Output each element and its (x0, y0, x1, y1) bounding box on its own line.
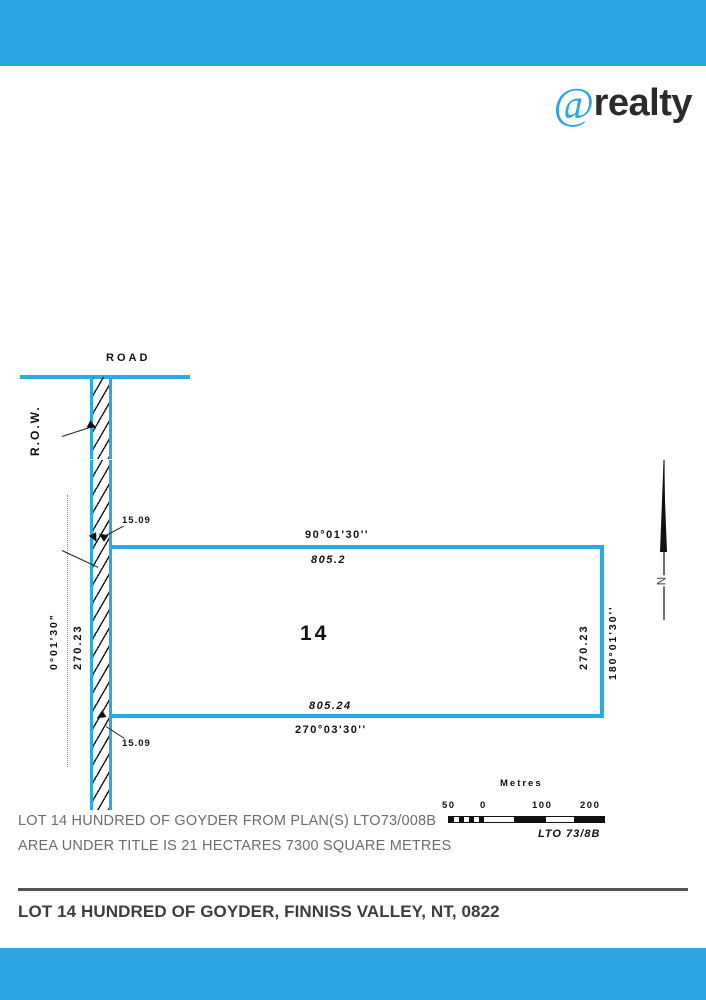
left-distance-label: 270.23 (72, 624, 84, 670)
row-label: R.O.W. (28, 405, 42, 456)
scale-title: Metres (500, 778, 543, 789)
brand-name: realty (593, 82, 693, 124)
scale-segment-dashed (449, 817, 487, 822)
lot-number-label: 14 (300, 622, 330, 645)
north-spear (660, 462, 667, 552)
offset-label-lower: 15.09 (122, 738, 151, 749)
top-distance-label: 805.2 (311, 554, 347, 566)
top-bearing-label: 90°01'30'' (305, 529, 369, 541)
brand-logo: @realty (553, 79, 693, 128)
left-bearing-label: 0°01'30" (48, 613, 60, 670)
scale-segment-4 (574, 817, 604, 822)
reference-dotted-line (67, 495, 68, 767)
scale-segment-3 (546, 817, 574, 822)
scale-tick-3: 200 (580, 800, 601, 811)
footer-divider (18, 888, 688, 891)
scale-tick-0: 50 (442, 800, 456, 811)
survey-diagram: ROAD R.O.W. 14 15.09 15.09 0°01'30" 270.… (0, 170, 706, 840)
scale-tick-2: 100 (532, 800, 553, 811)
bottom-bearing-label: 270°03'30'' (295, 724, 367, 736)
scale-tick-labels: 50 0 100 200 (440, 800, 620, 813)
north-label: N (652, 575, 671, 587)
scale-segment-2 (514, 817, 546, 822)
offset-label-upper: 15.09 (122, 515, 151, 526)
lot-boundary-rectangle (112, 545, 604, 718)
row-strip-lower (90, 460, 112, 810)
bottom-banner (0, 948, 706, 1000)
description-line-1: LOT 14 HUNDRED OF GOYDER FROM PLAN(S) LT… (18, 813, 437, 829)
description-line-2: AREA UNDER TITLE IS 21 HECTARES 7300 SQU… (18, 838, 452, 854)
top-banner (0, 0, 706, 66)
right-bearing-label: 180°01'30'' (607, 605, 619, 680)
page-title: LOT 14 HUNDRED OF GOYDER, FINNISS VALLEY… (18, 902, 500, 921)
plan-reference-label: LTO 73/8B (538, 828, 601, 840)
bottom-distance-label: 805.24 (309, 700, 352, 712)
right-distance-label: 270.23 (578, 624, 590, 670)
scale-tick-1: 0 (480, 800, 487, 811)
at-symbol-icon: @ (553, 79, 595, 128)
scale-segment-1 (487, 817, 514, 822)
row-strip-upper (90, 377, 112, 459)
scale-bar-graphic (448, 816, 605, 823)
road-label: ROAD (106, 352, 151, 364)
